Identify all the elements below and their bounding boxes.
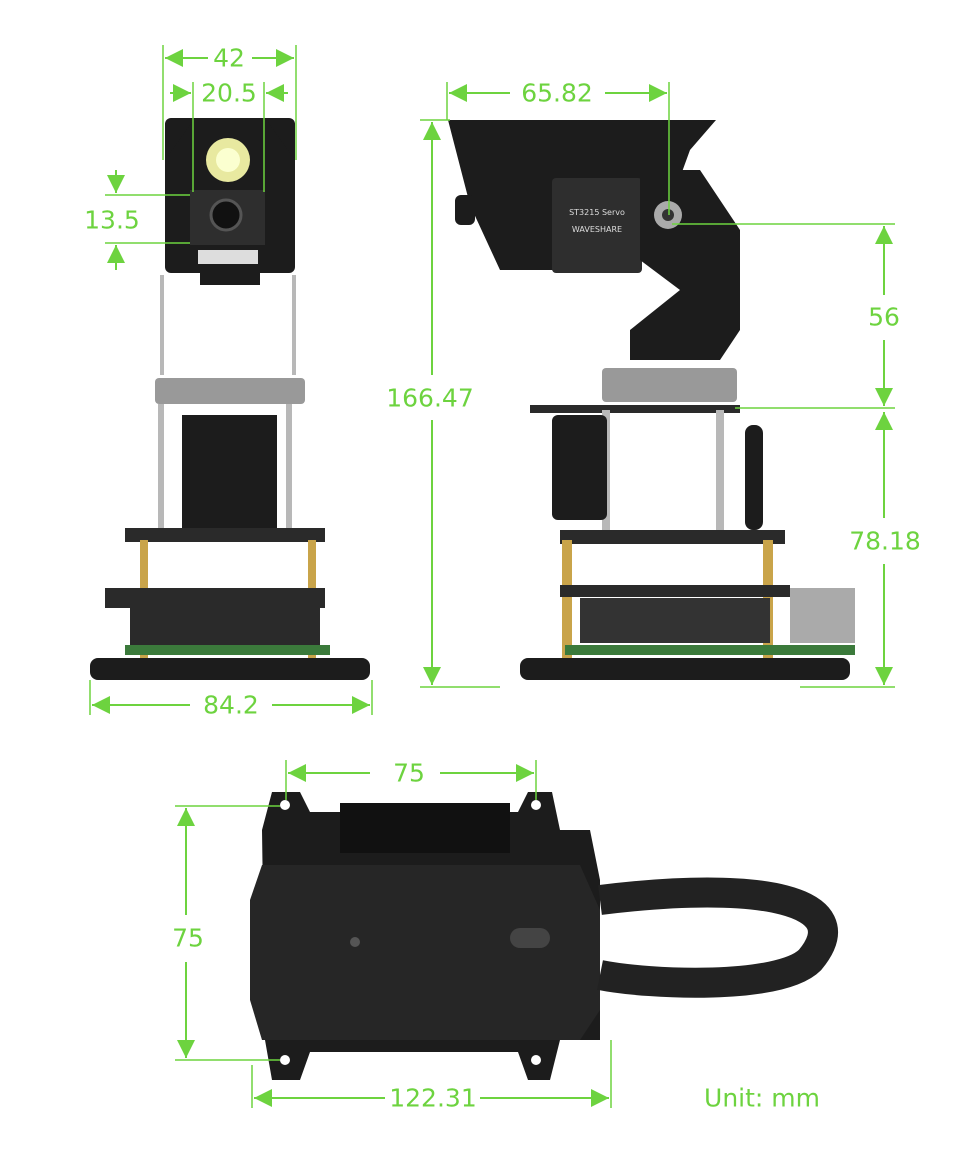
servo-label: ST3215 Servo xyxy=(569,208,625,217)
dim-upper-height: 56 xyxy=(868,303,900,332)
unit-label: Unit: mm xyxy=(704,1084,820,1113)
front-view-device xyxy=(90,118,370,680)
top-view-device xyxy=(250,792,838,1080)
brand-label: WAVESHARE xyxy=(572,225,622,234)
dim-side-depth: 65.82 xyxy=(521,79,593,108)
dimension-lines xyxy=(92,49,893,1107)
dim-camera-width: 20.5 xyxy=(201,79,257,108)
dim-top-length: 122.31 xyxy=(389,1084,476,1113)
dim-total-height: 166.47 xyxy=(386,384,473,413)
dim-camera-height: 13.5 xyxy=(84,206,140,235)
dim-hole-spacing-x: 75 xyxy=(393,759,425,788)
dim-hole-spacing-y: 75 xyxy=(172,924,204,953)
dim-lower-height: 78.18 xyxy=(849,527,921,556)
dim-base-width: 84.2 xyxy=(203,691,259,720)
extension-lines xyxy=(89,45,895,1108)
dim-front-width: 42 xyxy=(213,44,245,73)
side-view-device: ST3215 Servo WAVESHARE xyxy=(448,120,855,680)
